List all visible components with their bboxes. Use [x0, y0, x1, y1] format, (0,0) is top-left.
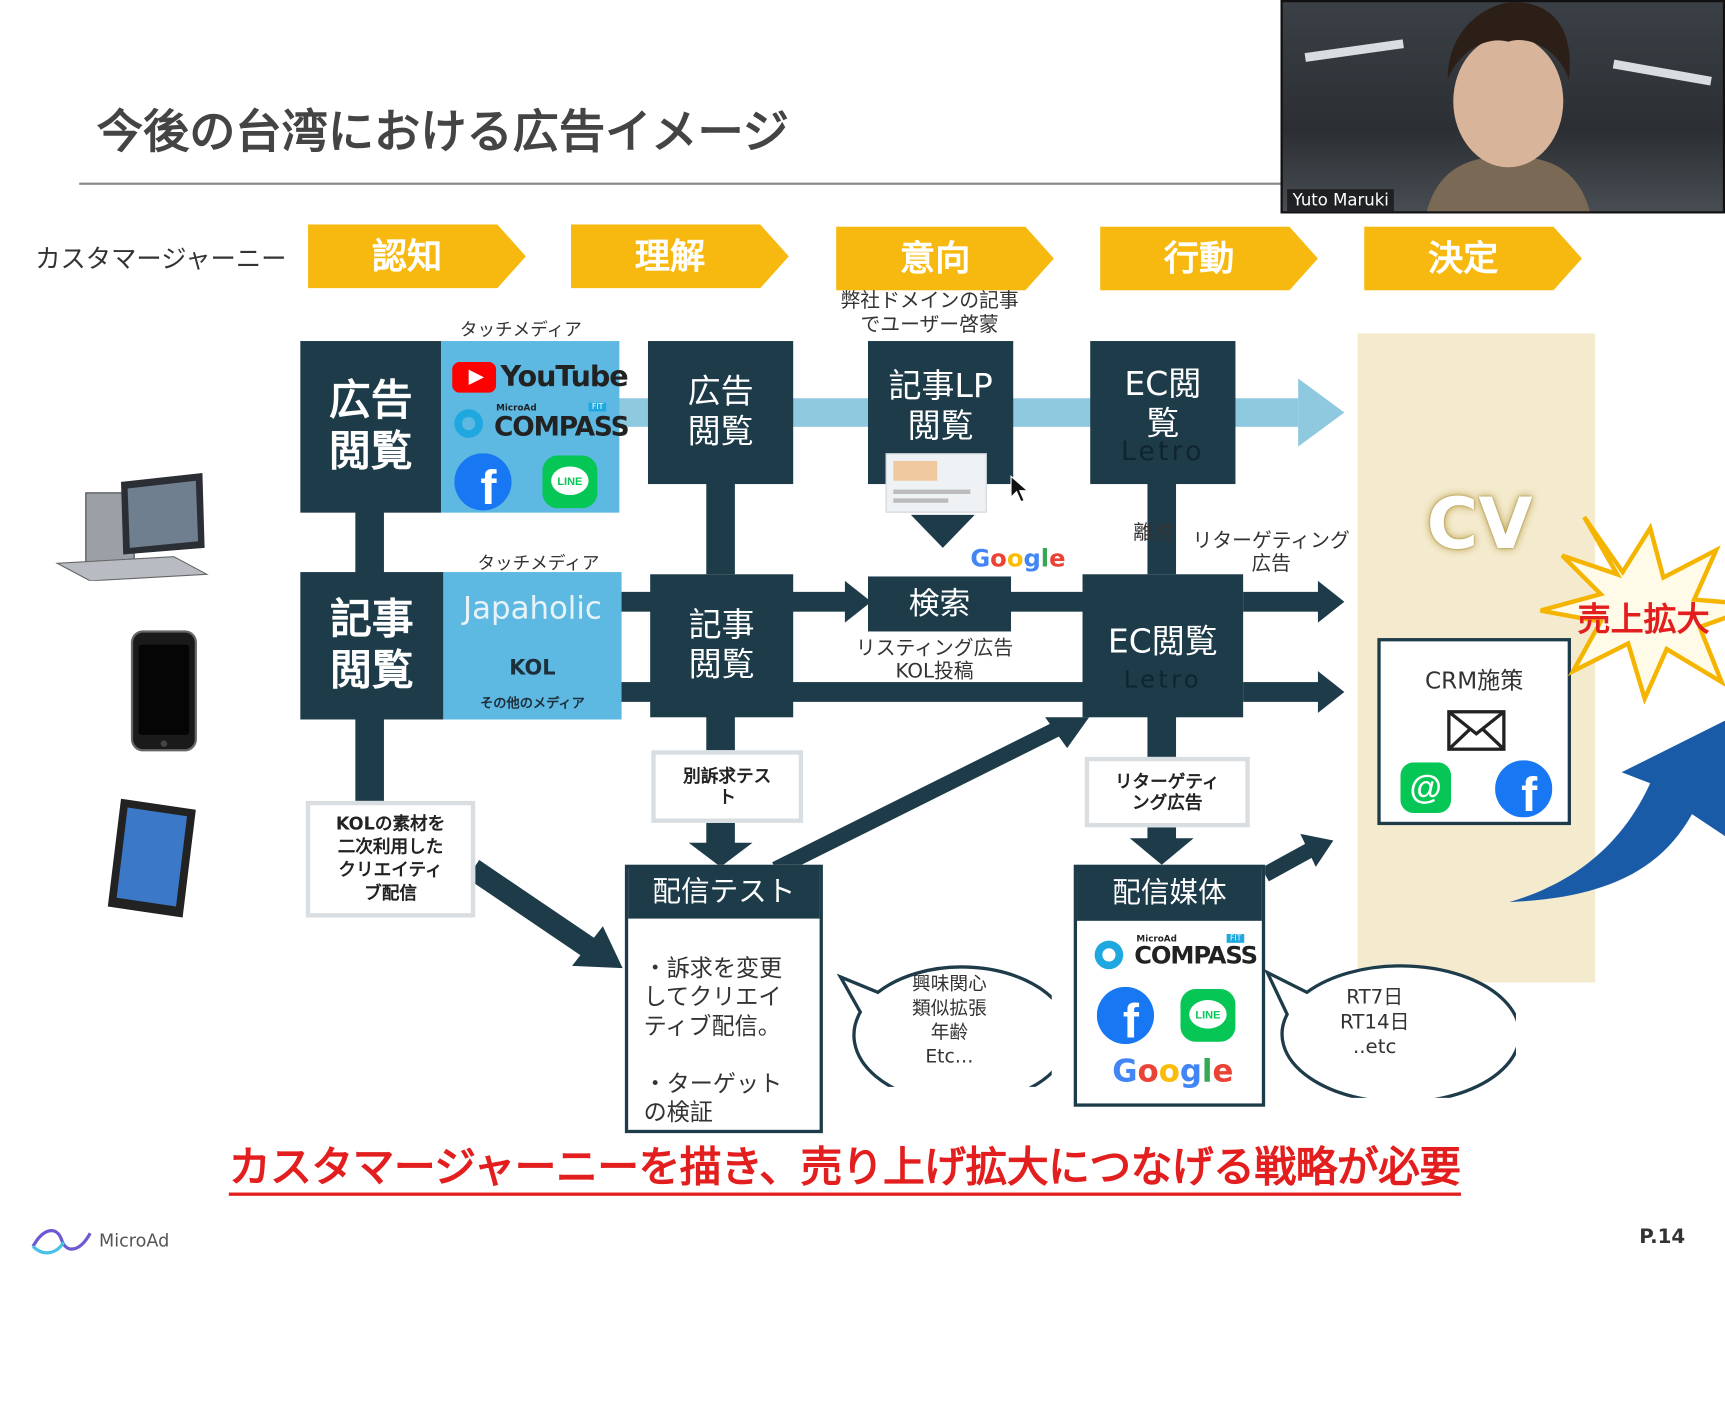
own-domain-note: 弊社ドメインの記事 でユーザー啓蒙	[840, 289, 1019, 337]
svg-text:LINE: LINE	[1195, 1010, 1220, 1022]
participant-video-tile[interactable]: Yuto Maruki	[1280, 0, 1725, 214]
letro-logo: Letro	[1120, 435, 1205, 467]
retargeting-note: リターゲティング 広告	[1192, 529, 1350, 576]
svg-text:f: f	[480, 461, 497, 511]
line-icon: LINE	[542, 455, 598, 509]
delivery-media-header: 配信媒体	[1077, 868, 1262, 921]
alt-appeal-test-box: 別訴求テス ト	[651, 750, 804, 823]
tablet-icon	[106, 796, 198, 919]
search-box: 検索	[868, 576, 1012, 632]
ad-view-box: 広告 閲覧	[300, 341, 442, 513]
cv-label: CV	[1426, 484, 1533, 566]
sales-expand-label: 売上拡大	[1577, 600, 1710, 640]
participant-name: Yuto Maruki	[1287, 189, 1395, 212]
facebook-icon: f	[454, 453, 512, 511]
svg-text:@: @	[1410, 769, 1442, 806]
smartphone-icon	[130, 629, 198, 752]
ec-view-box-1: EC閲 覧 Letro	[1090, 341, 1236, 485]
facebook-icon: f	[1495, 760, 1553, 818]
compass-logo: MicroAd FIT COMPASS	[1092, 934, 1258, 976]
stage-chevron-4: 行動	[1100, 226, 1318, 291]
article-lp-view-box: 記事LP 閲覧	[868, 341, 1014, 513]
delivery-test-header: 配信テスト	[628, 868, 820, 919]
journey-label: カスタマージャーニー	[35, 245, 287, 274]
brand-name: MicroAd	[99, 1229, 170, 1251]
youtube-logo: YouTube	[452, 361, 629, 394]
line-at-icon: @	[1400, 762, 1452, 813]
media-panel-2: Japaholic KOL その他のメディア	[443, 572, 622, 720]
page-number: P.14	[1639, 1225, 1686, 1249]
crm-label: CRM施策	[1425, 667, 1524, 695]
stage-label: 認知	[371, 235, 443, 278]
kol-label: KOL	[509, 655, 556, 680]
bubble-2: RT7日 RT14日 ..etc	[1263, 953, 1516, 1098]
churn-label: 離脱	[1133, 521, 1173, 545]
japaholic-logo: Japaholic	[463, 589, 602, 626]
ad-view-label: 広告 閲覧	[328, 376, 413, 476]
google-logo-2: Google	[1112, 1052, 1234, 1090]
stage-label: 決定	[1427, 237, 1499, 280]
ec-view-box-2: EC閲覧 Letro	[1082, 574, 1244, 718]
ad-view-box-2: 広告 閲覧	[647, 341, 794, 485]
other-media-label: その他のメディア	[480, 695, 585, 711]
svg-text:f: f	[1123, 994, 1140, 1044]
touch-media-label-1: タッチメディア	[459, 319, 582, 340]
touch-media-label-2: タッチメディア	[477, 552, 600, 574]
article-thumbnail	[885, 453, 987, 513]
mail-icon	[1447, 710, 1506, 752]
compass-logo: MicroAd FIT COMPASS	[452, 402, 630, 445]
retargeting-box: リターゲティ ング広告	[1084, 756, 1250, 828]
google-logo-1: Google	[970, 545, 1066, 574]
stage-label: 行動	[1163, 237, 1235, 280]
presentation-slide: 今後の台湾における広告イメージ カスタマージャーニー 認知 理解 意向 行動 決…	[29, 0, 1725, 1256]
article-view-box: 記事 閲覧	[300, 572, 444, 720]
svg-text:LINE: LINE	[557, 476, 582, 488]
footer-message: カスタマージャーニーを描き、売り上げ拡大につなげる戦略が必要	[228, 1143, 1461, 1196]
person-avatar	[1404, 2, 1613, 212]
article-view-box-2: 記事 閲覧	[650, 574, 794, 718]
stage-chevron-3: 意向	[836, 226, 1054, 291]
stage-chevron-2: 理解	[570, 224, 789, 289]
delivery-test-panel: 配信テスト ・訴求を変更 してクリエイ ティブ配信。 ・ターゲット の検証	[624, 864, 823, 1134]
stage-label: 理解	[634, 235, 706, 278]
delivery-media-panel: 配信媒体 MicroAd FIT COMPASS f LINE Google	[1073, 864, 1266, 1107]
line-icon: LINE	[1180, 989, 1236, 1042]
title-divider	[79, 182, 1290, 185]
bubble-1: 興味関心 類似拡張 年齢 Etc…	[827, 944, 1052, 1087]
facebook-icon: f	[1096, 986, 1155, 1045]
desktop-pc-icon	[53, 471, 218, 581]
sales-starburst: 売上拡大	[1540, 506, 1725, 705]
svg-text:f: f	[1521, 768, 1538, 818]
crm-box: CRM施策 @ f	[1377, 638, 1571, 826]
microad-logo: MicroAd	[29, 1223, 170, 1256]
stage-label: 意向	[899, 237, 971, 280]
stage-chevron-1: 認知	[308, 224, 526, 289]
listing-note: リスティング広告 KOL投稿	[855, 636, 1014, 683]
slide-title: 今後の台湾における広告イメージ	[96, 104, 789, 159]
kol-material-box: KOLの素材を 二次利用した クリエイティ ブ配信	[305, 800, 476, 918]
mouse-cursor-icon	[1010, 475, 1030, 504]
letro-logo: Letro	[1123, 666, 1202, 695]
media-panel-1: YouTube MicroAd FIT COMPASS f LINE	[441, 341, 630, 513]
stage-chevron-5: 決定	[1364, 226, 1582, 291]
delivery-test-body: ・訴求を変更 してクリエイ ティブ配信。 ・ターゲット の検証	[643, 954, 783, 1126]
